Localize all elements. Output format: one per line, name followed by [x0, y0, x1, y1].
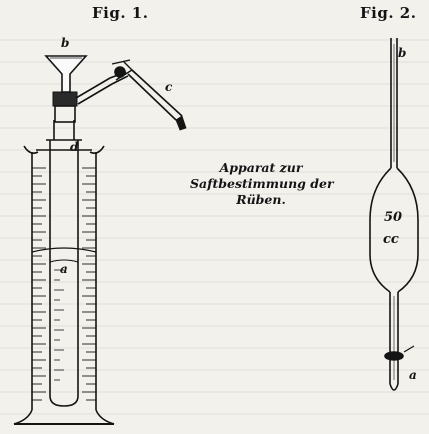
fig2-label-a: a: [409, 368, 417, 382]
caption-line-3: Rüben.: [236, 192, 286, 207]
fig2-label-b: b: [398, 46, 407, 60]
fig2-pipette: [369, 38, 419, 391]
caption-line-2: Saftbestimmung der: [190, 176, 334, 191]
fig2-volume-unit: cc: [383, 232, 399, 247]
fig1-label-c: c: [165, 80, 173, 94]
caption-line-1: Apparat zur: [219, 160, 303, 175]
apparatus-caption: Apparat zur Saftbestimmung der Rüben.: [190, 160, 334, 208]
fig1-label-d: d: [70, 140, 79, 154]
fig2-title: Fig. 2.: [360, 4, 417, 22]
fig2-volume-value: 50: [384, 210, 403, 225]
fig1-title: Fig. 1.: [92, 4, 149, 22]
fig1-label-b: b: [61, 36, 70, 50]
fig1-apparatus: [13, 55, 187, 425]
fig1-label-a: a: [60, 262, 68, 276]
